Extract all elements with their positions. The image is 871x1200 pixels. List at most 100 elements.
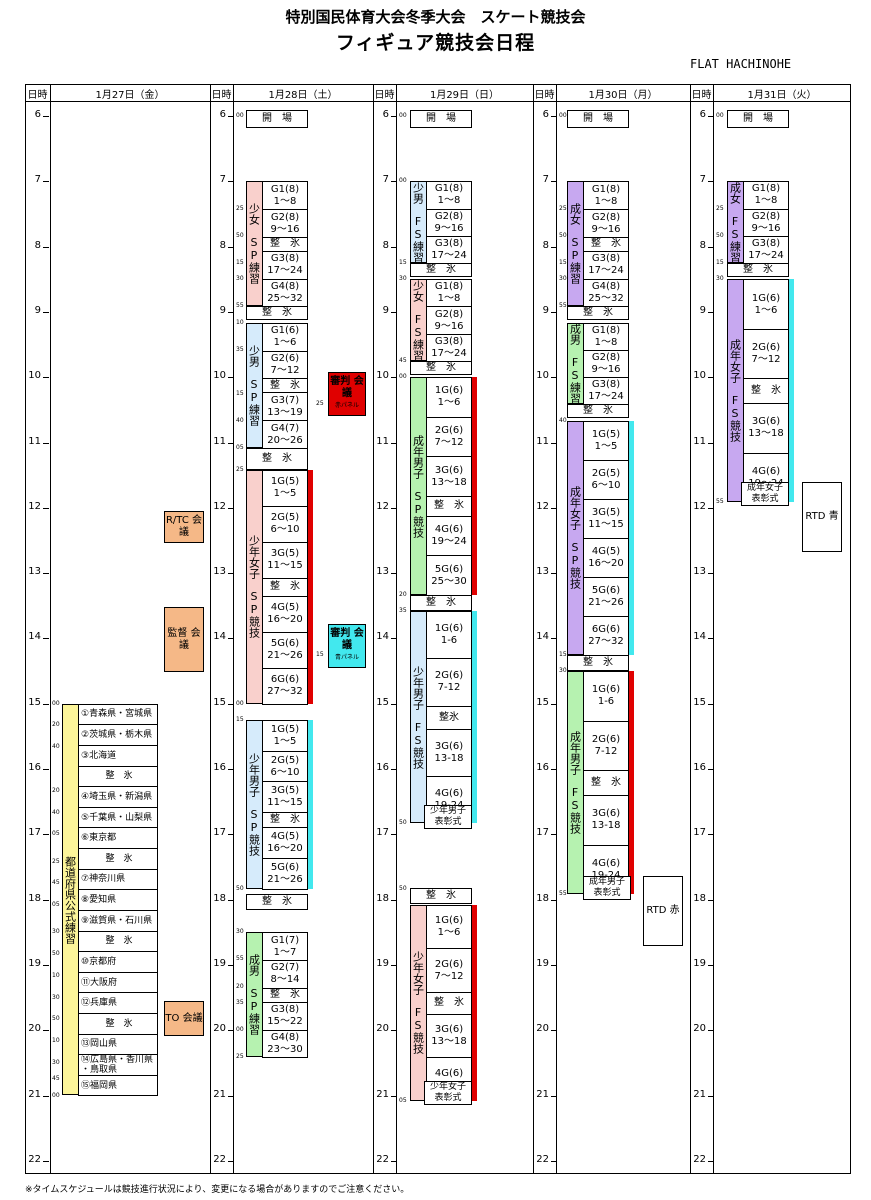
hour-tick: [43, 246, 49, 248]
senior-women-sp-cell: 6G(6) 27～32: [583, 615, 629, 656]
adult-women-fs-practice-cell-text: G2(8) 9～16: [751, 210, 781, 234]
hour-label: 13: [369, 566, 389, 577]
minute-label: 25: [559, 205, 567, 212]
minute-label-text: 20: [236, 982, 244, 990]
senior-women-sp-cell-text: 4G(5) 16～20: [588, 545, 624, 569]
minute-label: 25: [236, 205, 244, 212]
hour-label-text: 15: [536, 696, 549, 708]
hour-label-text: 10: [213, 370, 226, 382]
junior-men-fs-cell-text: 1G(6) 1-6: [434, 623, 464, 647]
hour-label: 18: [206, 893, 226, 904]
senior-men-sp-label: 成年男子 SP競技: [411, 434, 425, 538]
hour-tick: [551, 442, 557, 444]
hour-label: 16: [529, 762, 549, 773]
junior-men-fs-cell: 2G(6) 7-12: [426, 658, 472, 707]
girls-sp-practice-cell-text: G3(8) 17～24: [267, 253, 303, 277]
hour-tick: [43, 573, 49, 575]
junior-men-sp-cell-text: 整 氷: [270, 814, 300, 826]
minute-label-text: 00: [236, 699, 244, 707]
senior-women-fs-label: 成年女子 FS競技: [728, 339, 742, 443]
time-header-text: 日時: [374, 90, 395, 101]
hour-tick: [708, 1160, 714, 1162]
senior-men-fs-cell-text: 3G(6) 13-18: [591, 808, 621, 832]
hour-tick: [708, 116, 714, 117]
hour-label-text: 14: [28, 631, 41, 643]
hour-tick: [228, 507, 234, 509]
resurface-28a-text: 整 氷: [262, 307, 292, 319]
hour-tick: [551, 573, 557, 575]
hour-label-text: 22: [28, 1153, 41, 1165]
hour-label-text: 18: [213, 892, 226, 904]
minute-label: 30: [52, 1059, 60, 1066]
adult-men-fs-practice-cell-text: G1(8) 1～8: [591, 324, 621, 348]
opening-box-31: 開 場: [727, 110, 789, 128]
footnote: ※タイムスケジュールは競技進行状況により、変更になる場合がありますのでご注意くだ…: [25, 1185, 410, 1195]
hour-label: 20: [369, 1023, 389, 1034]
minute-label-text: 35: [236, 345, 244, 353]
boys-fs-practice-cell: G3(8) 17～24: [426, 235, 472, 264]
junior-men-fs-cell: 3G(6) 13-18: [426, 729, 472, 778]
minute-label-text: 35: [236, 998, 244, 1006]
hour-label-text: 12: [536, 500, 549, 512]
junior-men-fs-cell-text: 2G(6) 7-12: [434, 670, 464, 694]
senior-men-fs-cell: 2G(6) 7-12: [583, 720, 629, 772]
adult-men-fs-practice-cell-text: G2(8) 9～16: [591, 352, 621, 376]
boys-sp-practice-cell-text: G1(6) 1～6: [270, 325, 300, 349]
minute-label-text: 30: [52, 993, 60, 1001]
hour-label-text: 13: [536, 566, 549, 578]
event-title: 特別国民体育大会冬季大会 スケート競技会: [285, 8, 586, 26]
judge-meeting-blue-panel: 青パネル: [334, 654, 359, 661]
hour-tick: [708, 181, 714, 183]
hour-label-text: 16: [376, 762, 389, 773]
girls-sp-practice-cell: G3(8) 17～24: [262, 250, 308, 280]
minute-label: 15: [236, 716, 244, 723]
minute-label-text: 10: [236, 318, 244, 326]
resurface-28c-text: 整 氷: [262, 896, 292, 908]
minute-label: 00: [399, 112, 407, 119]
minute-label-text: 00: [236, 112, 244, 119]
hour-label-text: 17: [28, 827, 41, 839]
time-header: 日時: [210, 86, 233, 101]
senior-women-fs-cell: 3G(6) 13～18: [743, 403, 789, 454]
resurface-29a: 整 氷: [410, 262, 472, 277]
hour-label-text: 15: [28, 696, 41, 708]
hour-label: 9: [369, 305, 389, 316]
hour-label-text: 8: [34, 239, 41, 251]
hour-tick: [391, 311, 397, 313]
hour-tick: [708, 899, 714, 901]
senior-men-award: 成年男子 表彰式: [583, 876, 631, 900]
hour-label-text: 22: [376, 1153, 389, 1165]
boys-sp-practice-cell-text: G4(7) 20～26: [267, 422, 303, 446]
hour-label-text: 17: [536, 827, 549, 839]
hour-label: 14: [686, 631, 706, 642]
hour-label: 21: [686, 1089, 706, 1100]
minute-label: 25: [236, 1053, 244, 1060]
hour-label: 21: [529, 1089, 549, 1100]
minute-label-text: 25: [236, 465, 244, 473]
hour-label: 8: [206, 240, 226, 251]
minute-label-text: 25: [316, 400, 324, 408]
hour-label-text: 8: [219, 239, 226, 251]
hour-tick: [391, 1160, 397, 1162]
hour-label: 8: [369, 240, 389, 251]
judge-meeting-blue: 審判 会議青パネル: [328, 624, 366, 668]
hour-label: 20: [206, 1023, 226, 1034]
hour-label-text: 21: [693, 1088, 706, 1100]
hour-tick: [228, 246, 234, 248]
hour-label-text: 15: [693, 696, 706, 708]
schedule-title: フィギュア競技会日程: [335, 32, 536, 54]
prefecture-slot-text: ⑫兵庫県: [81, 998, 118, 1009]
hour-tick: [43, 703, 49, 705]
prefecture-slot: ⑭広島県・香川県 ・鳥取県: [78, 1054, 158, 1076]
hour-tick: [43, 442, 49, 444]
resurface-29d: 整 氷: [410, 887, 472, 904]
time-header-text: 日時: [691, 90, 712, 101]
hour-label-text: 10: [536, 370, 549, 382]
girls-fs-practice-cell: G2(8) 9～16: [426, 306, 472, 335]
hour-tick: [228, 442, 234, 444]
hour-label: 11: [686, 436, 706, 447]
prefecture-slot: 整 氷: [78, 1013, 158, 1035]
minute-label-text: 50: [559, 231, 567, 239]
time-header: 日時: [690, 86, 713, 101]
junior-men-sp-cell: 1G(5) 1～5: [262, 720, 308, 752]
